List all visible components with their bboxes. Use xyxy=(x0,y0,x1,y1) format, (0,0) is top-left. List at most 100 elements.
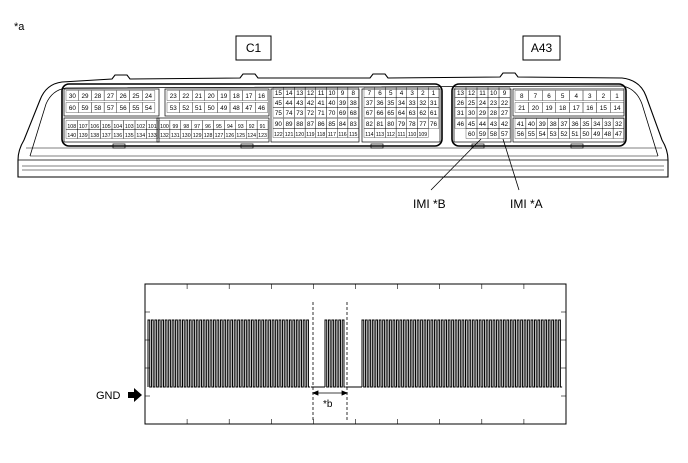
pin-cell xyxy=(610,90,624,101)
pin-number: 105 xyxy=(102,124,111,130)
pin-number: 106 xyxy=(90,124,99,130)
pin-number: 73 xyxy=(296,110,304,117)
pin-number: 42 xyxy=(307,100,315,107)
imi-pulse-burst xyxy=(361,319,563,388)
connector-tag-c1: C1 xyxy=(235,35,272,61)
pin-number: 123 xyxy=(258,133,267,139)
pin-number: 87 xyxy=(307,121,315,128)
pin-number: 54 xyxy=(145,105,153,112)
pin-number: 130 xyxy=(182,133,191,139)
ecu-housing xyxy=(17,72,669,178)
pin-number: 68 xyxy=(350,110,358,117)
pin-number: 48 xyxy=(233,105,241,112)
pin-number: 29 xyxy=(82,93,90,100)
pin-cell xyxy=(498,128,511,139)
pin-number: 136 xyxy=(113,133,122,139)
pin-number: 17 xyxy=(573,105,581,112)
pin-number: 40 xyxy=(528,121,536,128)
pin-number: 63 xyxy=(409,110,417,117)
pin-number: 65 xyxy=(387,110,395,117)
pin-cell xyxy=(498,107,511,118)
pin-number: 13 xyxy=(457,90,465,97)
pin-number: 69 xyxy=(339,110,347,117)
pin-number: 16 xyxy=(586,105,594,112)
pin-number: 102 xyxy=(136,124,145,130)
pin-number: 108 xyxy=(67,124,76,130)
pin-number: 8 xyxy=(351,90,355,97)
pin-number: 10 xyxy=(490,90,498,97)
pin-number: 94 xyxy=(227,124,233,130)
pin-number: 83 xyxy=(350,121,358,128)
pin-number: 38 xyxy=(550,121,558,128)
pin-number: 58 xyxy=(94,105,102,112)
pin-number: 33 xyxy=(604,121,612,128)
connector-tag-a43: A43 xyxy=(522,35,561,61)
pin-number: 44 xyxy=(286,100,294,107)
pin-number: 24 xyxy=(145,93,153,100)
pin-number: 128 xyxy=(204,133,213,139)
pin-number: 41 xyxy=(318,100,326,107)
pin-number: 56 xyxy=(517,131,525,138)
pin-number: 43 xyxy=(490,121,498,128)
pin-number: 104 xyxy=(113,124,122,130)
pin-number: 133 xyxy=(148,133,157,139)
pin-number: 41 xyxy=(517,121,525,128)
pin-number: 45 xyxy=(468,121,476,128)
pin-number: 38 xyxy=(350,100,358,107)
pin-number: 77 xyxy=(419,121,427,128)
pin-number: 34 xyxy=(398,100,406,107)
pin-number: 99 xyxy=(172,124,178,130)
pin-number: 26 xyxy=(457,100,465,107)
pin-cell xyxy=(347,128,359,138)
pin-number: 88 xyxy=(296,121,304,128)
figure-label: *a xyxy=(14,21,25,33)
gap-dimension-arrow xyxy=(311,390,349,396)
pin-number: 80 xyxy=(387,121,395,128)
pin-number: 56 xyxy=(120,105,128,112)
pin-number: 4 xyxy=(574,93,578,100)
imi-b-callout: IMI *B xyxy=(413,197,446,211)
pin-number: 120 xyxy=(295,132,304,138)
pin-number: 32 xyxy=(419,100,427,107)
pin-cell xyxy=(255,90,268,101)
oscilloscope-screen: *b xyxy=(144,283,567,425)
pin-number: 39 xyxy=(539,121,547,128)
pin-number: 46 xyxy=(258,105,266,112)
pin-cell xyxy=(610,102,624,113)
pin-cell xyxy=(612,128,625,139)
pin-number: 107 xyxy=(79,124,88,130)
pin-number: 37 xyxy=(561,121,569,128)
pin-number: 91 xyxy=(260,124,266,130)
pin-number: 17 xyxy=(245,93,253,100)
pin-number: 58 xyxy=(490,131,498,138)
pin-number: 7 xyxy=(534,93,538,100)
pin-number: 79 xyxy=(398,121,406,128)
pin-number: 49 xyxy=(220,105,228,112)
pin-number: 35 xyxy=(582,121,590,128)
connector-c1-label: C1 xyxy=(246,41,262,55)
pin-number: 5 xyxy=(389,90,393,97)
pin-number: 25 xyxy=(468,100,476,107)
pin-number: 72 xyxy=(307,110,315,117)
pin-number: 12 xyxy=(307,90,315,97)
pin-cell xyxy=(146,129,159,139)
pin-number: 33 xyxy=(409,100,417,107)
pin-number: 7 xyxy=(368,90,372,97)
pin-number: 75 xyxy=(275,110,283,117)
pin-number: 18 xyxy=(559,105,567,112)
pin-number: 135 xyxy=(125,133,134,139)
pin-number: 50 xyxy=(208,105,216,112)
pin-number: 55 xyxy=(132,105,140,112)
pin-number: 20 xyxy=(208,93,216,100)
pin-number: 11 xyxy=(479,90,486,97)
pin-number: 109 xyxy=(419,132,428,138)
pin-number: 122 xyxy=(274,132,283,138)
pin-number: 55 xyxy=(528,131,536,138)
pin-number: 2 xyxy=(602,93,606,100)
pin-number: 25 xyxy=(132,93,140,100)
pin-number: 124 xyxy=(247,133,256,139)
pin-cell xyxy=(417,128,429,138)
pin-number: 89 xyxy=(286,121,294,128)
pin-number: 9 xyxy=(341,90,345,97)
